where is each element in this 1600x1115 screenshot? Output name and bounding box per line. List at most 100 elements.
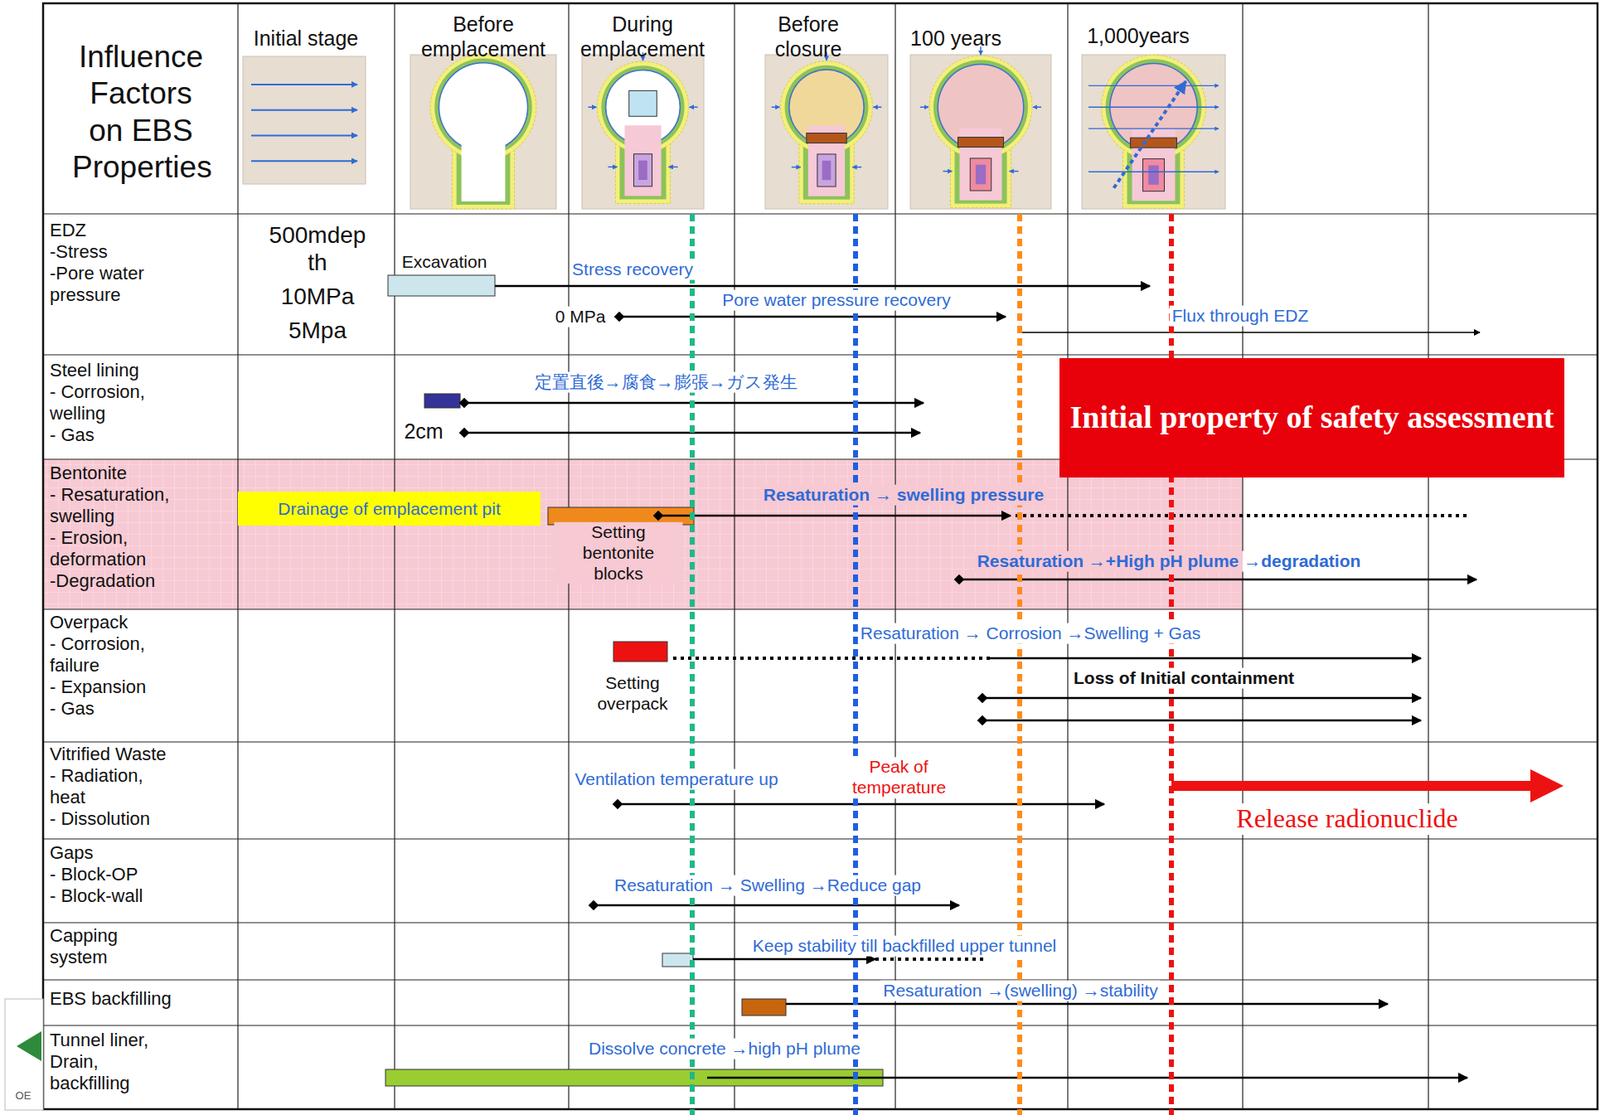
timeline-note: Loss of Initial containment (1071, 668, 1297, 689)
art-line (1088, 85, 1219, 87)
art-line (1427, 3, 1429, 1110)
phase-bars (385, 275, 883, 1087)
timeline-arrow (1020, 331, 1480, 334)
art-line (733, 3, 735, 1110)
art-rect (969, 158, 992, 191)
art-rect (1148, 164, 1159, 185)
stage-illustration (410, 53, 557, 209)
art-rect (822, 160, 832, 180)
timeline-note: Setting overpack (591, 673, 674, 715)
timeline-note: Flux through EDZ (1169, 305, 1312, 327)
release-arrow (1171, 780, 1534, 791)
art-circle (790, 70, 864, 145)
row-label: -Degradation (49, 570, 179, 592)
timeline-note: Dissolve concrete →high pH plume (586, 1038, 864, 1060)
timeline-note: 5Mpa (286, 316, 350, 345)
timeline-note: Setting bentonite blocks (554, 522, 684, 584)
milestone-line (689, 213, 695, 1115)
timeline-arrow (959, 578, 1477, 582)
art-line (251, 160, 358, 162)
art-line (393, 3, 395, 1110)
art-rect (461, 129, 506, 202)
art-rect (1130, 137, 1178, 148)
timeline-arrow (693, 958, 876, 961)
art-line (771, 106, 781, 108)
art-line (587, 106, 597, 108)
stage-header: Before closure (746, 12, 871, 62)
art-line (43, 353, 1598, 355)
timeline-note: Stress recovery (569, 259, 696, 281)
timeline-note: Pore water pressure recovery (719, 290, 953, 311)
art-line (43, 979, 1598, 980)
art-line (1088, 106, 1219, 108)
art-line (669, 166, 679, 169)
timeline-note: Resaturation → Corrosion →Swelling + Gas (858, 623, 1203, 645)
note-box: Drainage of emplacement pit (237, 491, 541, 526)
row-label: - Resaturation, swelling (49, 484, 179, 528)
row-label: EBS backfilling (49, 988, 199, 1010)
art-line (43, 608, 1598, 610)
row-label: - Gas (49, 698, 179, 720)
row-label: - Block-OP (49, 863, 179, 886)
art-line (852, 166, 862, 169)
art-rect (1143, 159, 1165, 192)
art-line (1088, 171, 1219, 173)
art-line (1114, 81, 1187, 189)
row-label: Tunnel liner, Drain, backfilling (49, 1029, 179, 1095)
row-label: - Corrosion, welling (49, 381, 179, 425)
timeline-arrow (1015, 513, 1470, 518)
art-rect (1081, 54, 1226, 209)
timeline-note: Resaturation →(swelling) →stability (880, 980, 1160, 1002)
row-label: EDZ (49, 219, 179, 242)
art-line (791, 166, 801, 169)
row-label: Capping system (49, 925, 179, 969)
logo-frame (4, 998, 44, 1111)
art-rect (410, 54, 557, 209)
timeline-note: Resaturation →+High pH plume →degradatio… (974, 551, 1364, 573)
timeline-arrow (494, 285, 1150, 288)
phase-bar (387, 275, 495, 296)
timeline-arrow (673, 656, 990, 660)
row-label: - Dissolution (49, 808, 179, 830)
row-label: Bentonite (49, 462, 179, 485)
art-line (943, 170, 953, 173)
row-label: - Expansion (49, 676, 179, 699)
art-line (43, 213, 1598, 214)
timeline-note: Resaturation → swelling pressure (761, 484, 1047, 506)
art-rect (910, 54, 1052, 209)
milestone-line (1168, 213, 1174, 1115)
art-rect (633, 154, 652, 187)
timeline-note: Ventilation temperature up (572, 769, 781, 791)
timeline-note: Excavation (399, 252, 490, 273)
stage-illustration (581, 52, 704, 209)
timeline-arrow (593, 904, 960, 907)
art-line (43, 838, 1598, 839)
timeline-note: Release radionuclide (1233, 803, 1460, 835)
row-label: Steel lining (49, 359, 179, 382)
art-circle (785, 65, 869, 150)
row-label: Gaps (49, 842, 179, 864)
art-rect (624, 125, 661, 196)
art-circle (780, 61, 873, 154)
art-rect (638, 160, 648, 180)
timeline-note: 500mdep th (266, 221, 370, 277)
logo-mark (16, 1031, 42, 1062)
table-border (43, 3, 1598, 1110)
art-line (920, 106, 929, 108)
stage-illustration (765, 52, 888, 209)
art-rect (958, 136, 1004, 147)
art-circle (933, 59, 1028, 155)
row-label: - Erosion, deformation (49, 527, 179, 571)
art-line (872, 106, 882, 108)
art-rect (581, 54, 704, 209)
bentonite-band (43, 459, 1243, 610)
row-label: Vitrified Waste (49, 743, 179, 766)
art-rect (765, 54, 888, 209)
timeline-note: Resaturation → Swelling →Reduce gap (611, 875, 924, 897)
timeline-arrow (875, 957, 984, 961)
art-line (251, 83, 358, 86)
release-arrow-head (1530, 769, 1564, 803)
art-rect (806, 133, 847, 144)
stage-header: Before emplacement (416, 12, 550, 62)
